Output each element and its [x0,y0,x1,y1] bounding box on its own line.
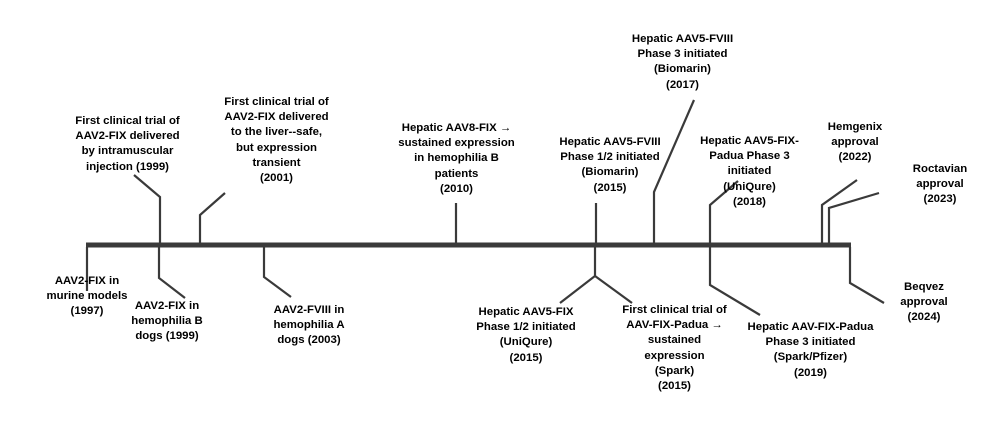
event-label-hepatic-aav5-fviii-phase12-2015: Hepatic AAV5-FVIII Phase 1/2 initiated (… [559,136,661,194]
event-label-hemgenix-approval-2022: Hemgenix approval (2022) [827,121,883,164]
connector-first-trial-im-1999 [133,174,162,243]
event-label-hepatic-aav5-fix-padua-phase3-2018: Hepatic AAV5-FIX- Padua Phase 3 initiate… [700,135,799,208]
event-label-hepatic-aav-fix-padua-phase3-2019: Hepatic AAV-FIX-Padua Phase 3 initiated … [747,321,874,379]
connector-beqvez-approval-2024 [848,247,885,304]
connector-first-trial-liver-2001 [198,192,226,243]
connector-hepatic-aav5-fix-padua-phase3-2018 [708,180,739,243]
connector-hepatic-aav5-fviii-phase3-2017 [652,99,696,243]
event-label-aav2-fix-hemb-dogs-1999: AAV2-FIX in hemophilia B dogs (1999) [131,300,203,343]
event-label-beqvez-approval-2024: Beqvez approval (2024) [900,281,948,324]
connector-aav2-fix-hemb-dogs-1999 [157,247,186,299]
event-label-first-trial-aav-fix-padua-2015: First clinical trial of AAV-FIX-Padua → … [622,304,727,393]
connector-hepatic-aav-fix-padua-phase3-2019 [708,247,761,316]
connector-first-trial-aav-fix-padua-2015 [594,275,633,304]
event-label-first-trial-im-1999: First clinical trial of AAV2-FIX deliver… [75,115,180,173]
connector-hemgenix-approval-2022 [820,179,858,243]
event-label-aav2-fviii-hema-dogs-2003: AAV2-FVIII in hemophilia A dogs (2003) [273,304,345,347]
connector-roctavian-approval-2023 [827,191,880,243]
connector-hepatic-aav5-fix-phase12-2015 [559,247,597,304]
event-label-hepatic-aav5-fviii-phase3-2017: Hepatic AAV5-FVIII Phase 3 initiated (Bi… [631,33,734,91]
event-label-hepatic-aav5-fix-phase12-2015: Hepatic AAV5-FIX Phase 1/2 initiated (Un… [476,306,576,364]
event-label-first-trial-liver-2001: First clinical trial of AAV2-FIX deliver… [224,96,329,185]
event-label-hepatic-aav8-fix-2010: Hepatic AAV8-FIX → sustained expression … [398,122,515,195]
event-label-aav2-fix-murine-1997: AAV2-FIX in murine models (1997) [46,275,128,318]
connector-aav2-fviii-hema-dogs-2003 [262,247,292,298]
connector-group [85,99,885,316]
event-label-roctavian-approval-2023: Roctavian approval (2023) [912,163,968,206]
